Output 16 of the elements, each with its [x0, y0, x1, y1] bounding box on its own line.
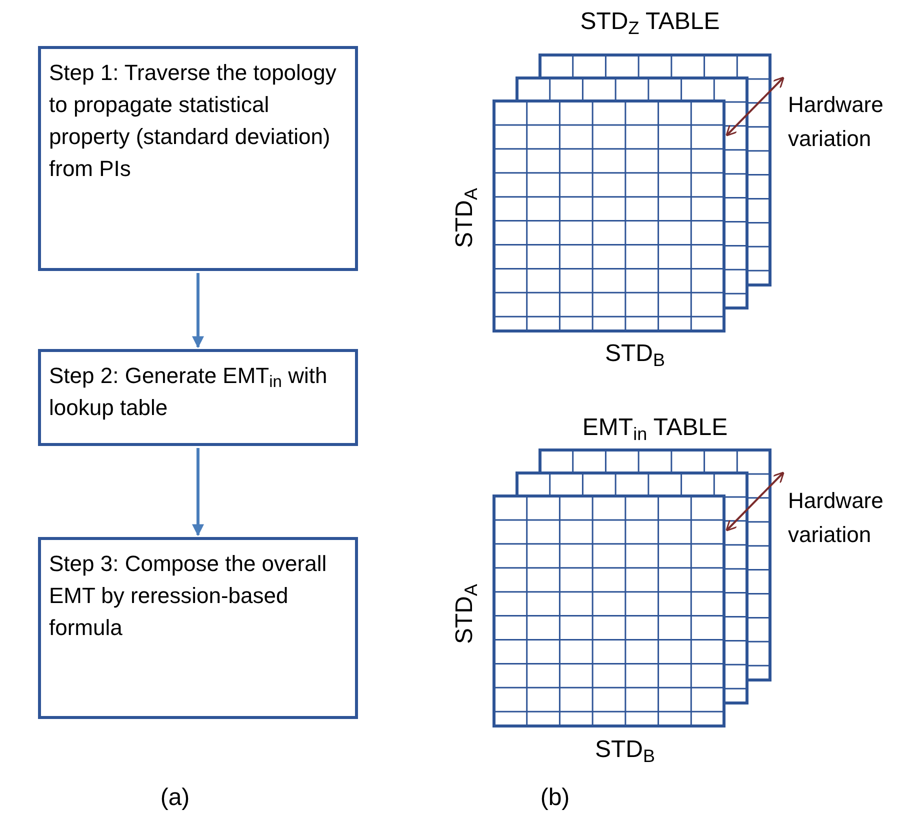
label: STD$_{B}$: [604, 339, 666, 372]
process-box: [38, 46, 358, 271]
label: EMT$_{in}$ TABLE: [581, 413, 729, 446]
process-box: [38, 349, 358, 446]
arrow: [192, 448, 204, 536]
label: STD$_{B}$: [594, 735, 656, 768]
label: Hardware variation: [788, 487, 884, 549]
label: STD$_{Z}$ TABLE: [579, 7, 721, 40]
step-text: Step 1: Traverse the topology to propagate statistical property (standard deviation) from PIs: [49, 59, 338, 183]
label: (b): [539, 783, 571, 813]
step-text: Step 2: Generate EMT$_{in}$ with lookup table: [49, 362, 328, 422]
label: Hardware variation: [788, 91, 884, 153]
step-text: Step 3: Compose the overall EMT by reression-based formula: [49, 550, 328, 642]
process-box: [38, 537, 358, 719]
label: (a): [159, 783, 191, 813]
arrow: [192, 273, 204, 348]
